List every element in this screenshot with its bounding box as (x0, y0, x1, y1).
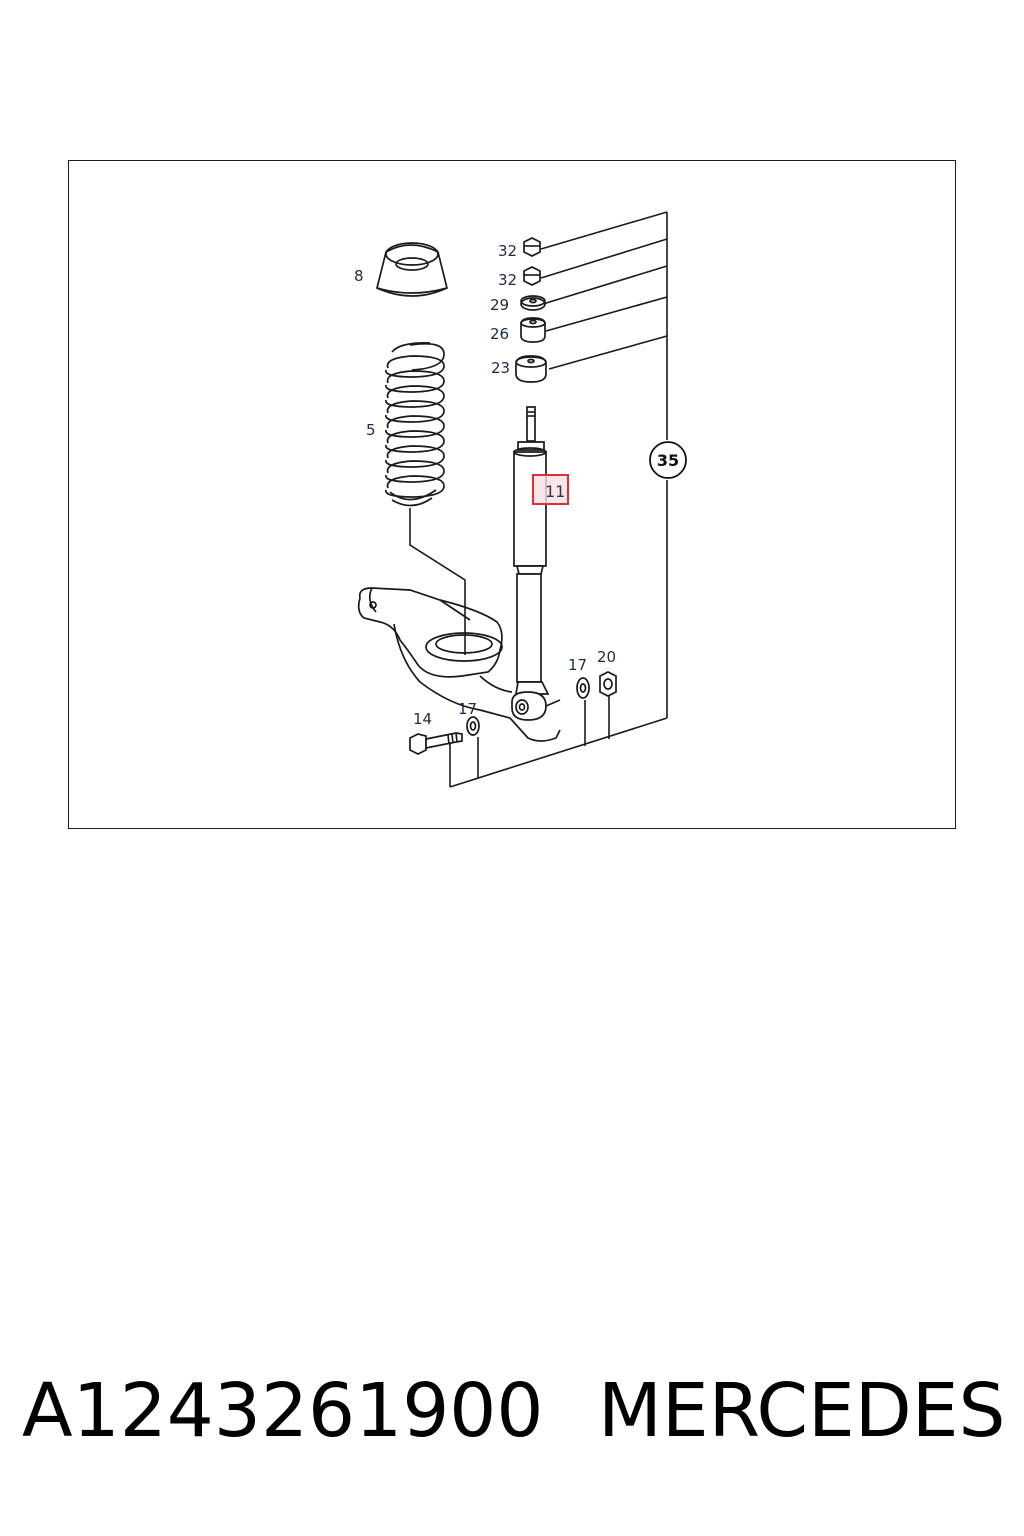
spring-coil (385, 415, 445, 438)
part-number: A1243261900 (22, 1368, 544, 1454)
callout-26[interactable]: 26 (490, 325, 509, 343)
highlight-box-11[interactable] (532, 474, 569, 505)
spring-coil (385, 475, 445, 498)
spring-coil (385, 445, 445, 468)
washer-17-right (576, 677, 590, 699)
bushing-26 (520, 317, 546, 343)
spring-coil (385, 370, 445, 393)
leader-lines-top (540, 211, 668, 718)
bolt-14 (409, 732, 463, 755)
spring-coil (385, 400, 445, 423)
callout-32-second[interactable]: 32 (498, 271, 517, 289)
spring-coil (385, 430, 445, 453)
callout-20[interactable]: 20 (597, 648, 616, 666)
spring-coil (385, 460, 445, 483)
exploded-parts-diagram: 32 32 29 26 23 8 5 11 35 17 20 14 17 (354, 211, 687, 788)
spring-coil (385, 385, 445, 408)
callout-17-right[interactable]: 17 (568, 656, 587, 674)
spring-coil (385, 355, 445, 378)
coil-spring-5 (385, 342, 445, 507)
callout-8[interactable]: 8 (354, 267, 364, 285)
nut-32-top (523, 237, 541, 257)
callout-35[interactable]: 35 (657, 451, 679, 470)
leader-lines-bottom (449, 694, 668, 788)
assembly-circle-35[interactable] (649, 441, 687, 479)
spring-seat-8 (376, 242, 448, 297)
callout-29[interactable]: 29 (490, 296, 509, 314)
callout-32-top[interactable]: 32 (498, 242, 517, 260)
brand-name: MERCEDES (598, 1368, 1006, 1454)
callout-14[interactable]: 14 (413, 710, 432, 728)
callout-5[interactable]: 5 (366, 421, 376, 439)
callout-17-left[interactable]: 17 (458, 700, 477, 718)
nut-20 (599, 671, 617, 697)
callout-11[interactable]: 11 (545, 482, 565, 501)
control-arm (357, 587, 561, 742)
nut-32-second (523, 266, 541, 286)
shock-absorber-11 (511, 406, 561, 721)
washer-29 (520, 295, 546, 311)
callout-23[interactable]: 23 (491, 359, 510, 377)
washer-17-left (466, 716, 480, 736)
footer: A1243261900 MERCEDES (0, 1368, 1024, 1478)
diagram-frame (68, 160, 956, 829)
buffer-23 (515, 355, 547, 383)
